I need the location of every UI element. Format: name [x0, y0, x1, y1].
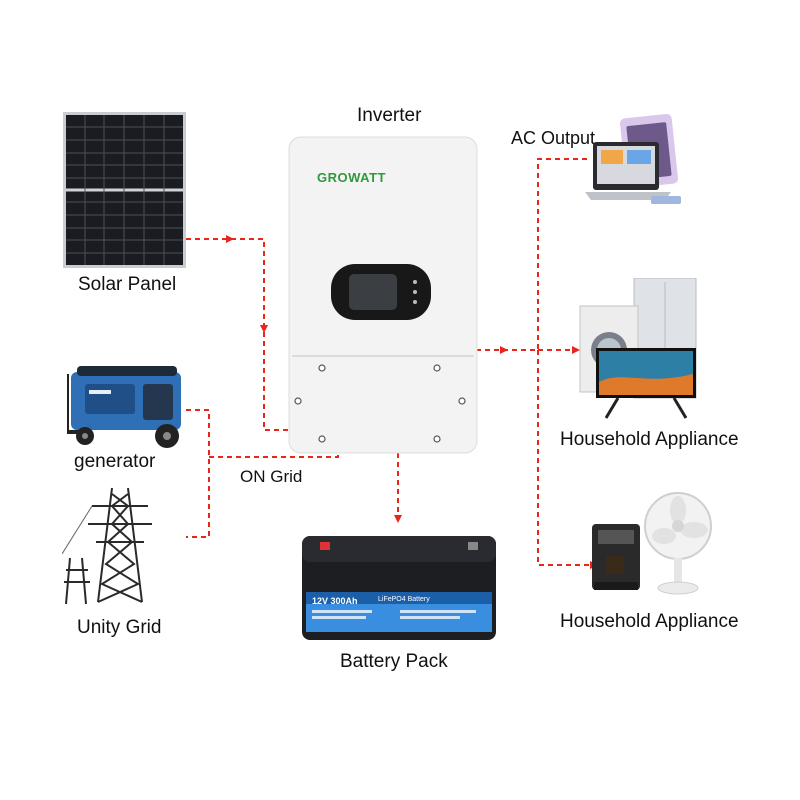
link-solar: [186, 239, 290, 430]
solar-panel-icon: [63, 112, 186, 268]
generator-icon: [67, 362, 192, 450]
inverter-label: Inverter: [357, 105, 421, 127]
power-tower-icon: [62, 484, 172, 606]
inverter-brand: GROWATT: [317, 170, 386, 185]
coffee-fan-icon: [588, 484, 712, 598]
link-ac-bus: [476, 159, 588, 350]
household-appliance-label-2: Household Appliance: [560, 611, 739, 633]
battery-chemistry: LiFePO4 Battery: [378, 596, 430, 603]
battery-pack-label: Battery Pack: [340, 651, 448, 673]
unity-grid-label: Unity Grid: [77, 617, 161, 639]
washer-fridge-tv-icon: [576, 278, 698, 420]
on-grid-label: ON Grid: [240, 467, 302, 487]
battery-icon: [300, 530, 498, 642]
generator-label: generator: [74, 451, 155, 473]
battery-capacity: 12V 300Ah: [312, 596, 358, 606]
solar-panel-label: Solar Panel: [78, 274, 176, 296]
laptop-tablet-icon: [585, 112, 695, 210]
household-appliance-label-1: Household Appliance: [560, 429, 739, 451]
ac-output-label: AC Output: [511, 128, 595, 149]
